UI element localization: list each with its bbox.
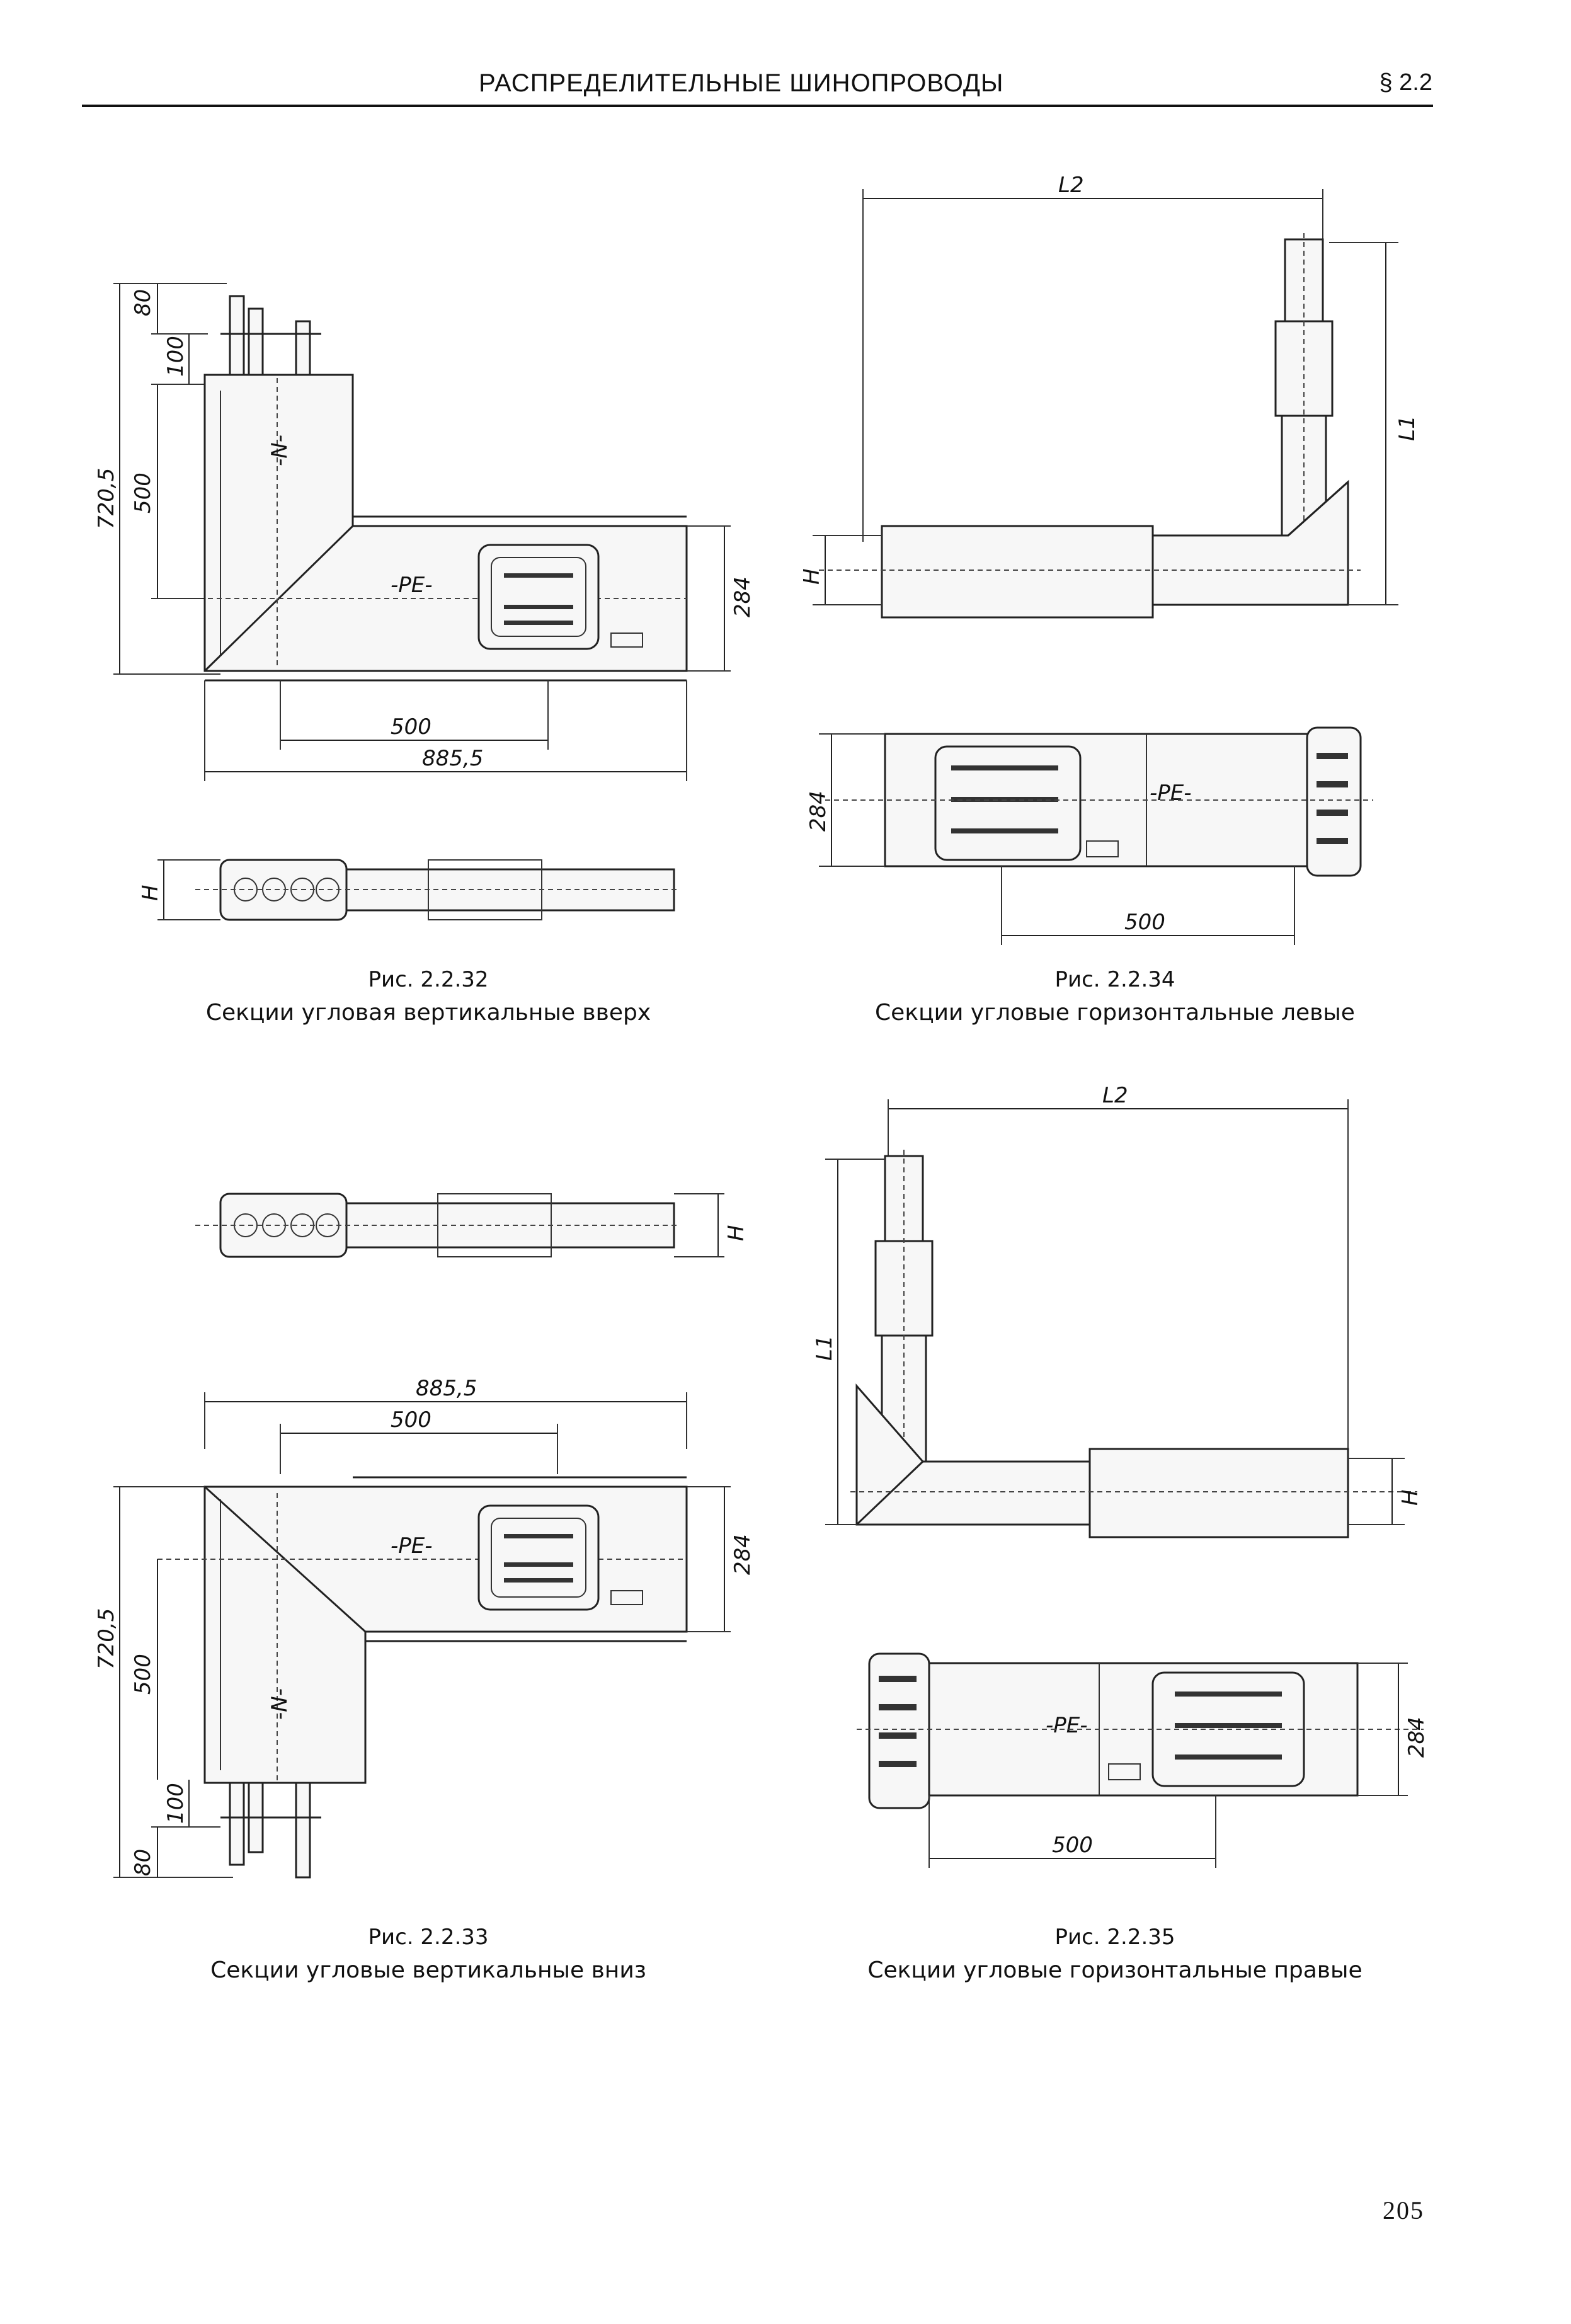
- caption-fig-2-2-32: Рис. 2.2.32 Секции угловая вертикальные …: [145, 964, 712, 1031]
- figure-number: Рис. 2.2.32: [368, 967, 489, 992]
- section-number: § 2.2: [1379, 69, 1432, 96]
- figure-2-2-34-drawing: L2 L1 H -PE- 284 500: [799, 173, 1420, 945]
- dim-284: 284: [1404, 1717, 1429, 1758]
- dim-l2: L2: [1058, 173, 1084, 198]
- figure-number: Рис. 2.2.34: [1054, 967, 1175, 992]
- dim-l1: L1: [812, 1335, 837, 1361]
- dim-500-vertical: 500: [130, 472, 156, 513]
- figure-2-2-33-drawing: H 885,5 500 -PE- -N- 284 720,5 500 100 8…: [94, 1193, 755, 1879]
- dim-h: H: [799, 568, 825, 585]
- dim-720-5: 720,5: [94, 468, 119, 529]
- dim-284: 284: [806, 791, 831, 832]
- dim-h: H: [724, 1225, 749, 1241]
- figure-title: Секции угловые горизонтальные левые: [875, 1000, 1355, 1026]
- dim-500: 500: [1124, 910, 1165, 935]
- dim-h: H: [138, 884, 163, 901]
- figure-2-2-35-drawing: L2 L1 H -PE- 284 500: [812, 1083, 1429, 1868]
- figure-title: Секции угловые горизонтальные правые: [867, 1957, 1362, 1983]
- figure-number: Рис. 2.2.33: [368, 1925, 489, 1950]
- dim-100: 100: [163, 336, 188, 377]
- dim-l2: L2: [1102, 1083, 1128, 1108]
- figure-title: Секции угловая вертикальные вверх: [205, 1000, 651, 1026]
- dim-h: H: [1398, 1489, 1423, 1506]
- dim-80: 80: [130, 289, 156, 316]
- dim-500: 500: [1052, 1833, 1093, 1858]
- dim-500-vertical: 500: [130, 1654, 156, 1695]
- dim-500-horizontal: 500: [391, 714, 431, 740]
- dim-885-5: 885,5: [422, 746, 483, 771]
- page-number: 205: [1383, 2196, 1424, 2224]
- dim-80: 80: [130, 1849, 156, 1876]
- dim-100: 100: [163, 1783, 188, 1824]
- label-n: -N-: [267, 1688, 292, 1720]
- label-n: -N-: [267, 435, 292, 466]
- figure-2-2-32-drawing: 80 100 500 720,5 -N- -PE- 284 500 885,5 …: [94, 283, 755, 921]
- dim-500-horizontal: 500: [391, 1407, 431, 1433]
- caption-fig-2-2-33: Рис. 2.2.33 Секции угловые вертикальные …: [145, 1921, 712, 1988]
- figure-number: Рис. 2.2.35: [1054, 1925, 1175, 1950]
- dim-284: 284: [730, 576, 755, 617]
- label-pe: -PE-: [1150, 781, 1192, 806]
- dim-885-5: 885,5: [416, 1376, 477, 1401]
- caption-fig-2-2-35: Рис. 2.2.35 Секции угловые горизонтальны…: [819, 1921, 1411, 1988]
- header-rule: [82, 105, 1433, 107]
- label-pe: -PE-: [391, 573, 433, 598]
- dim-720-5: 720,5: [94, 1608, 119, 1669]
- dim-284: 284: [730, 1534, 755, 1575]
- label-pe: -PE-: [391, 1533, 433, 1559]
- caption-fig-2-2-34: Рис. 2.2.34 Секции угловые горизонтальны…: [819, 964, 1411, 1031]
- dim-l1: L1: [1395, 415, 1420, 441]
- figure-title: Секции угловые вертикальные вниз: [210, 1957, 646, 1983]
- label-pe: -PE-: [1046, 1713, 1088, 1738]
- running-title: РАСПРЕДЕЛИТЕЛЬНЫЕ ШИНОПРОВОДЫ: [479, 69, 1004, 97]
